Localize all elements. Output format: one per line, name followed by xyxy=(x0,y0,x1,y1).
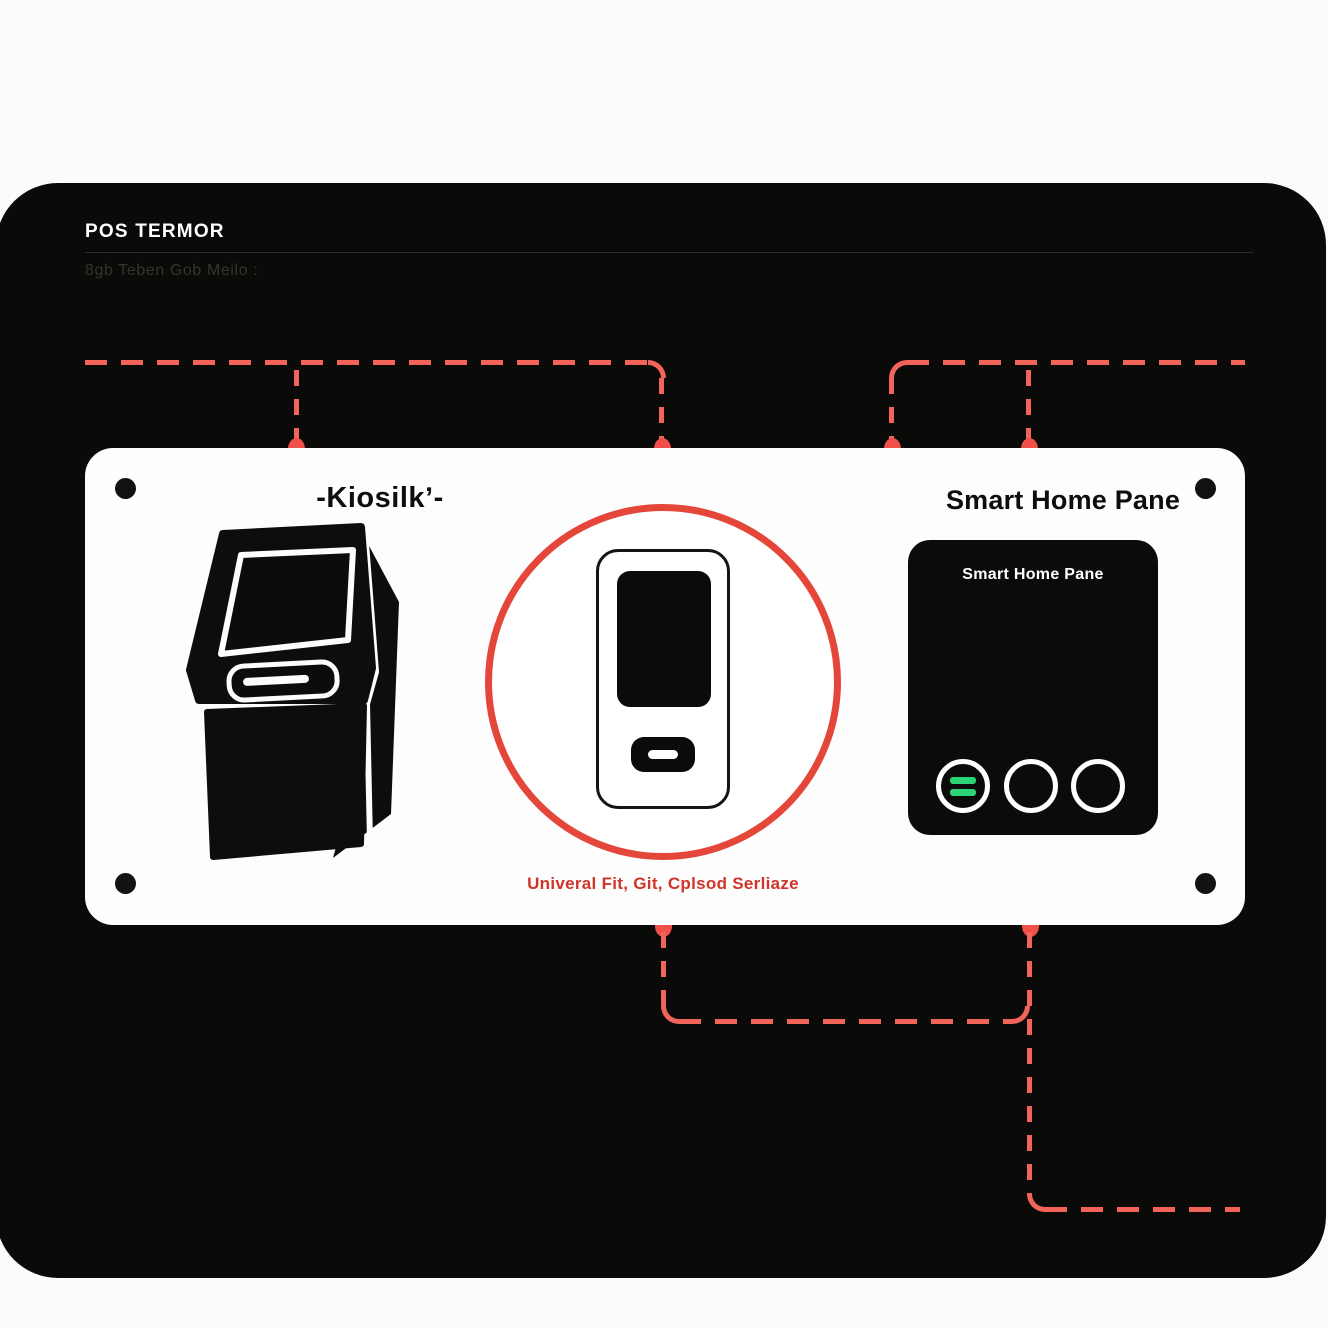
dashed-corner-bottom-left-1 xyxy=(661,1006,679,1024)
dashed-line-top-right-horizontal xyxy=(907,360,1245,365)
device-button xyxy=(631,737,695,772)
dashed-corner-bottom-left-2 xyxy=(1027,1194,1045,1212)
device-screen xyxy=(617,571,711,707)
screw-dot-top-left xyxy=(115,478,136,499)
screw-dot-top-right xyxy=(1195,478,1216,499)
dashed-corner-top-left xyxy=(889,360,907,378)
kiosk-label: -Kiosilkʼ- xyxy=(316,482,444,514)
page-subtitle: 8gb Teben Gob Meilo : xyxy=(85,262,259,279)
center-caption: Univeral Fit, Git, Cplsod Serliaze xyxy=(527,874,799,893)
dashed-line-bottom-horizontal-1 xyxy=(679,1019,1012,1024)
device-panel: -Kiosilkʼ- Univeral Fit, G xyxy=(85,448,1245,925)
payment-device-icon xyxy=(596,549,730,809)
dashed-line-top-left-horizontal xyxy=(85,360,648,365)
screw-dot-bottom-left xyxy=(115,873,136,894)
dashed-line-bottom-drop-1 xyxy=(661,932,666,1008)
panel-toggle-button-active xyxy=(936,759,990,813)
dashed-line-drop-2 xyxy=(659,378,664,442)
green-bar-top xyxy=(950,776,976,784)
green-bar-bottom xyxy=(950,788,976,796)
dashed-line-drop-3 xyxy=(889,378,894,442)
kiosk-terminal-icon xyxy=(186,523,399,860)
dashed-line-drop-1 xyxy=(294,370,299,442)
smart-home-panel: Smart Home Pane xyxy=(908,540,1158,835)
dashed-line-drop-4 xyxy=(1026,370,1031,442)
smart-home-heading: Smart Home Pane xyxy=(945,485,1181,515)
page-title: POS TERMOR xyxy=(85,221,225,242)
device-button-pill xyxy=(648,750,678,759)
dashed-line-bottom-horizontal-2 xyxy=(1045,1207,1240,1212)
header-divider xyxy=(85,252,1253,253)
screw-dot-bottom-right xyxy=(1195,873,1216,894)
dashed-corner-top-right xyxy=(648,360,666,378)
smart-home-panel-title: Smart Home Pane xyxy=(962,566,1104,583)
panel-round-button-2 xyxy=(1004,759,1058,813)
dashed-line-bottom-drop-2 xyxy=(1027,932,1032,1196)
panel-round-button-3 xyxy=(1071,759,1125,813)
